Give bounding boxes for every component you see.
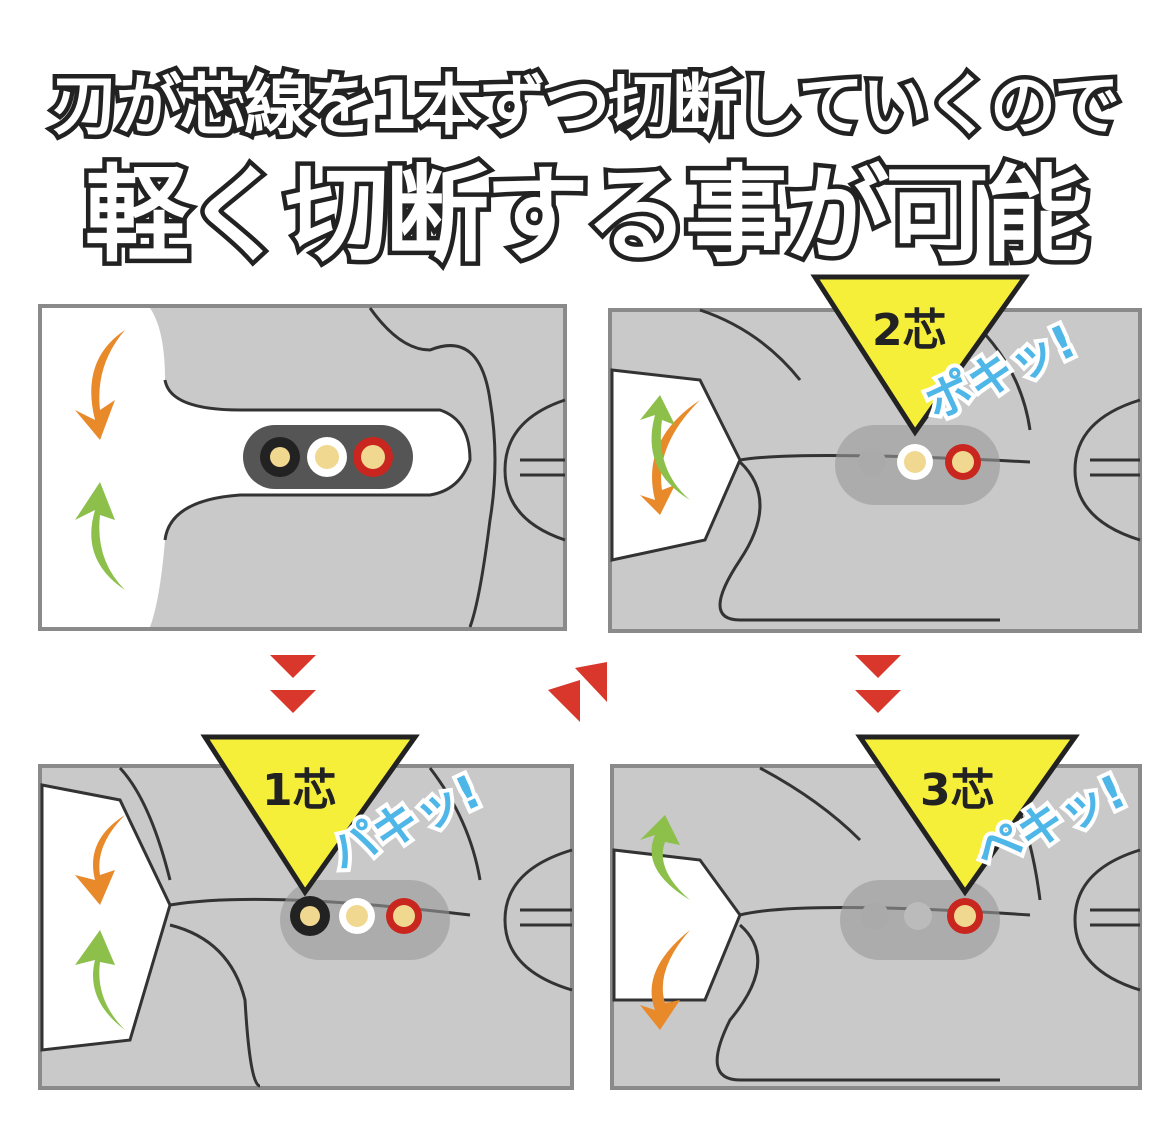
down-arrow-icon [855,655,901,678]
panel-step-2 [608,274,1142,633]
headline-line-1: 刃が芯線を1本ずつ切断していくので [48,63,1125,149]
green-arrow-icon [75,482,125,590]
panel-step-3 [610,734,1142,1090]
core-label-1: 1芯 [262,765,337,816]
diagonal-arrow-icon [548,680,580,722]
down-arrow-icon [855,690,901,713]
callout-triangle [810,274,1030,437]
core-label-3: 3芯 [920,765,995,816]
orange-arrow-icon [75,330,125,440]
down-arrow-icon [270,655,316,678]
panel-step-1 [38,734,574,1090]
headline-line-2: 軽く切断する事が可能 [80,150,1093,281]
callout-triangle [200,734,420,897]
down-arrow-icon [270,690,316,713]
flow-arrows [270,655,901,722]
panel-start [38,304,567,631]
callout-triangle [855,734,1080,897]
core-label-2: 2芯 [872,305,947,356]
diagonal-arrow-icon [575,662,607,702]
